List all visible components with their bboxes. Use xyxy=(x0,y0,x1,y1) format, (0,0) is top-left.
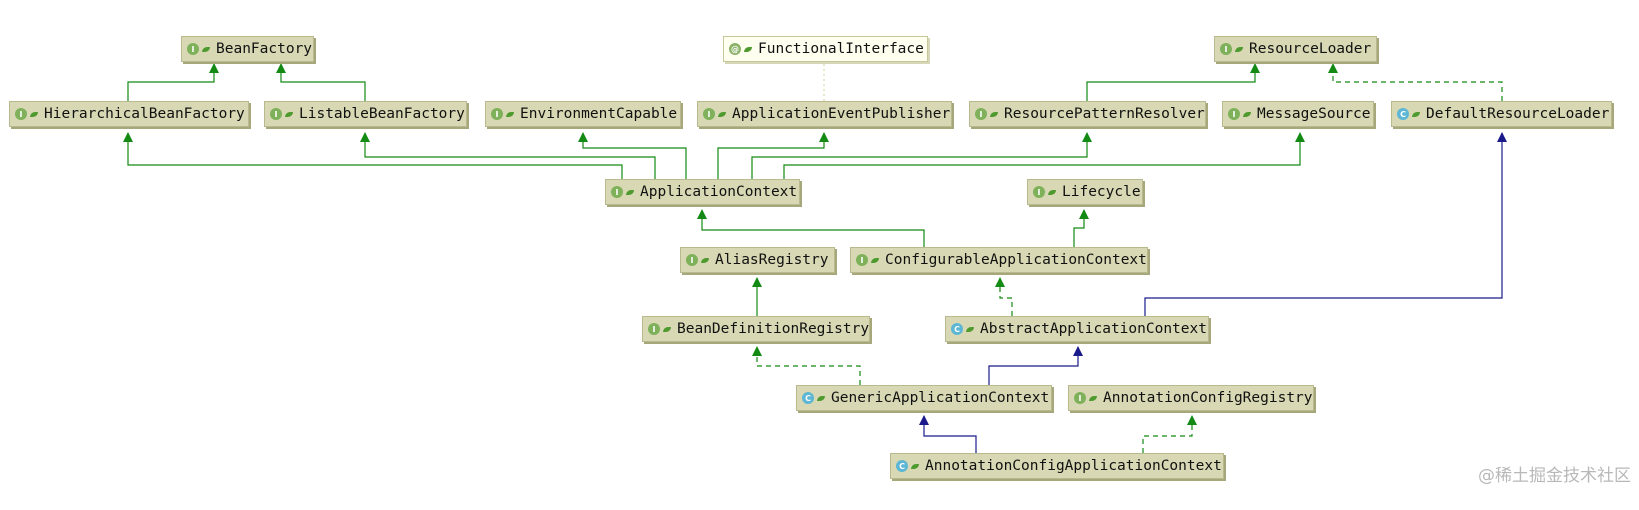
node-label: AnnotationConfigApplicationContext xyxy=(925,458,1222,474)
edge-application-context-to-hierarchical-bean-factory xyxy=(123,132,623,179)
annotation-icon: @ xyxy=(729,43,741,55)
leaf-icon xyxy=(1235,46,1243,52)
node-label: AbstractApplicationContext xyxy=(980,321,1207,337)
interface-icon: I xyxy=(686,254,698,266)
leaf-icon xyxy=(506,111,514,117)
interface-icon: I xyxy=(1220,43,1232,55)
leaf-icon xyxy=(30,111,38,117)
node-label: ApplicationEventPublisher xyxy=(732,106,951,122)
interface-icon: I xyxy=(975,108,987,120)
interface-icon: I xyxy=(15,108,27,120)
leaf-icon xyxy=(626,189,634,195)
node-label: ListableBeanFactory xyxy=(299,106,465,122)
interface-icon: I xyxy=(1228,108,1240,120)
edge-default-resource-loader-to-resource-loader xyxy=(1328,63,1503,101)
node-label: BeanFactory xyxy=(216,41,313,57)
node-alias-registry[interactable]: I AliasRegistry xyxy=(680,247,835,273)
node-label: GenericApplicationContext xyxy=(831,390,1050,406)
edge-resource-pattern-resolver-to-resource-loader xyxy=(1086,63,1260,101)
leaf-icon xyxy=(663,326,671,332)
node-label: ApplicationContext xyxy=(640,184,798,200)
node-application-event-publisher[interactable]: I ApplicationEventPublisher xyxy=(697,101,952,127)
node-label: FunctionalInterface xyxy=(758,41,924,57)
class-icon: C xyxy=(1397,108,1409,120)
edge-annotation-config-application-context-to-generic-application-context xyxy=(919,415,977,453)
edge-abstract-application-context-to-default-resource-loader xyxy=(1144,132,1507,316)
edge-annotation-config-application-context-to-annotation-config-registry xyxy=(1142,415,1197,453)
node-application-context[interactable]: I ApplicationContext xyxy=(605,179,800,205)
interface-icon: I xyxy=(648,323,660,335)
interface-icon: I xyxy=(703,108,715,120)
edge-application-context-to-application-event-publisher xyxy=(717,132,829,179)
node-abstract-application-context[interactable]: C AbstractApplicationContext xyxy=(945,316,1209,342)
node-annotation-config-application-context[interactable]: C AnnotationConfigApplicationContext xyxy=(890,453,1224,479)
leaf-icon xyxy=(285,111,293,117)
edge-application-context-to-resource-pattern-resolver xyxy=(751,132,1092,179)
leaf-icon xyxy=(1089,395,1097,401)
edge-application-context-to-environment-capable xyxy=(578,132,687,179)
node-label: AnnotationConfigRegistry xyxy=(1103,390,1313,406)
interface-icon: I xyxy=(270,108,282,120)
interface-icon: I xyxy=(856,254,868,266)
class-icon: C xyxy=(951,323,963,335)
leaf-icon xyxy=(817,395,825,401)
edge-generic-application-context-to-abstract-application-context xyxy=(988,346,1083,385)
node-resource-loader[interactable]: I ResourceLoader xyxy=(1214,36,1377,62)
node-generic-application-context[interactable]: C GenericApplicationContext xyxy=(796,385,1052,411)
leaf-icon xyxy=(1243,111,1251,117)
leaf-icon xyxy=(911,463,919,469)
node-default-resource-loader[interactable]: C DefaultResourceLoader xyxy=(1391,101,1612,127)
edge-configurable-application-context-to-lifecycle xyxy=(1073,209,1089,247)
node-annotation-config-registry[interactable]: I AnnotationConfigRegistry xyxy=(1068,385,1314,411)
node-label: ConfigurableApplicationContext xyxy=(885,252,1147,268)
leaf-icon xyxy=(1048,189,1056,195)
edge-hierarchical-bean-factory-to-bean-factory xyxy=(127,63,219,101)
node-bean-definition-registry[interactable]: I BeanDefinitionRegistry xyxy=(642,316,870,342)
edge-abstract-application-context-to-configurable-application-context xyxy=(995,277,1013,316)
leaf-icon xyxy=(718,111,726,117)
leaf-icon xyxy=(701,257,709,263)
class-icon: C xyxy=(896,460,908,472)
edge-application-context-to-listable-bean-factory xyxy=(360,132,656,179)
node-hierarchical-bean-factory[interactable]: I HierarchicalBeanFactory xyxy=(9,101,249,127)
interface-icon: I xyxy=(1074,392,1086,404)
node-lifecycle[interactable]: I Lifecycle xyxy=(1027,179,1143,205)
node-label: ResourceLoader xyxy=(1249,41,1372,57)
node-label: MessageSource xyxy=(1257,106,1371,122)
edge-application-context-to-message-source xyxy=(783,132,1305,179)
edge-listable-bean-factory-to-bean-factory xyxy=(276,63,366,101)
node-label: HierarchicalBeanFactory xyxy=(44,106,245,122)
edge-generic-application-context-to-bean-definition-registry xyxy=(752,346,861,385)
node-bean-factory[interactable]: I BeanFactory xyxy=(181,36,314,62)
leaf-icon xyxy=(871,257,879,263)
node-label: EnvironmentCapable xyxy=(520,106,678,122)
node-environment-capable[interactable]: I EnvironmentCapable xyxy=(485,101,681,127)
leaf-icon xyxy=(990,111,998,117)
node-label: DefaultResourceLoader xyxy=(1426,106,1610,122)
node-resource-pattern-resolver[interactable]: I ResourcePatternResolver xyxy=(969,101,1206,127)
node-label: Lifecycle xyxy=(1062,184,1141,200)
edge-configurable-application-context-to-application-context xyxy=(697,209,925,247)
node-listable-bean-factory[interactable]: I ListableBeanFactory xyxy=(264,101,467,127)
node-label: ResourcePatternResolver xyxy=(1004,106,1205,122)
leaf-icon xyxy=(744,46,752,52)
node-label: BeanDefinitionRegistry xyxy=(677,321,870,337)
node-message-source[interactable]: I MessageSource xyxy=(1222,101,1374,127)
interface-icon: I xyxy=(187,43,199,55)
class-icon: C xyxy=(802,392,814,404)
watermark: @稀土掘金技术社区 xyxy=(1478,466,1631,486)
leaf-icon xyxy=(202,46,210,52)
leaf-icon xyxy=(1412,111,1420,117)
node-label: AliasRegistry xyxy=(715,252,829,268)
interface-icon: I xyxy=(491,108,503,120)
node-functional-interface[interactable]: @ FunctionalInterface xyxy=(723,36,928,62)
interface-icon: I xyxy=(611,186,623,198)
leaf-icon xyxy=(966,326,974,332)
interface-icon: I xyxy=(1033,186,1045,198)
node-configurable-application-context[interactable]: I ConfigurableApplicationContext xyxy=(850,247,1148,273)
